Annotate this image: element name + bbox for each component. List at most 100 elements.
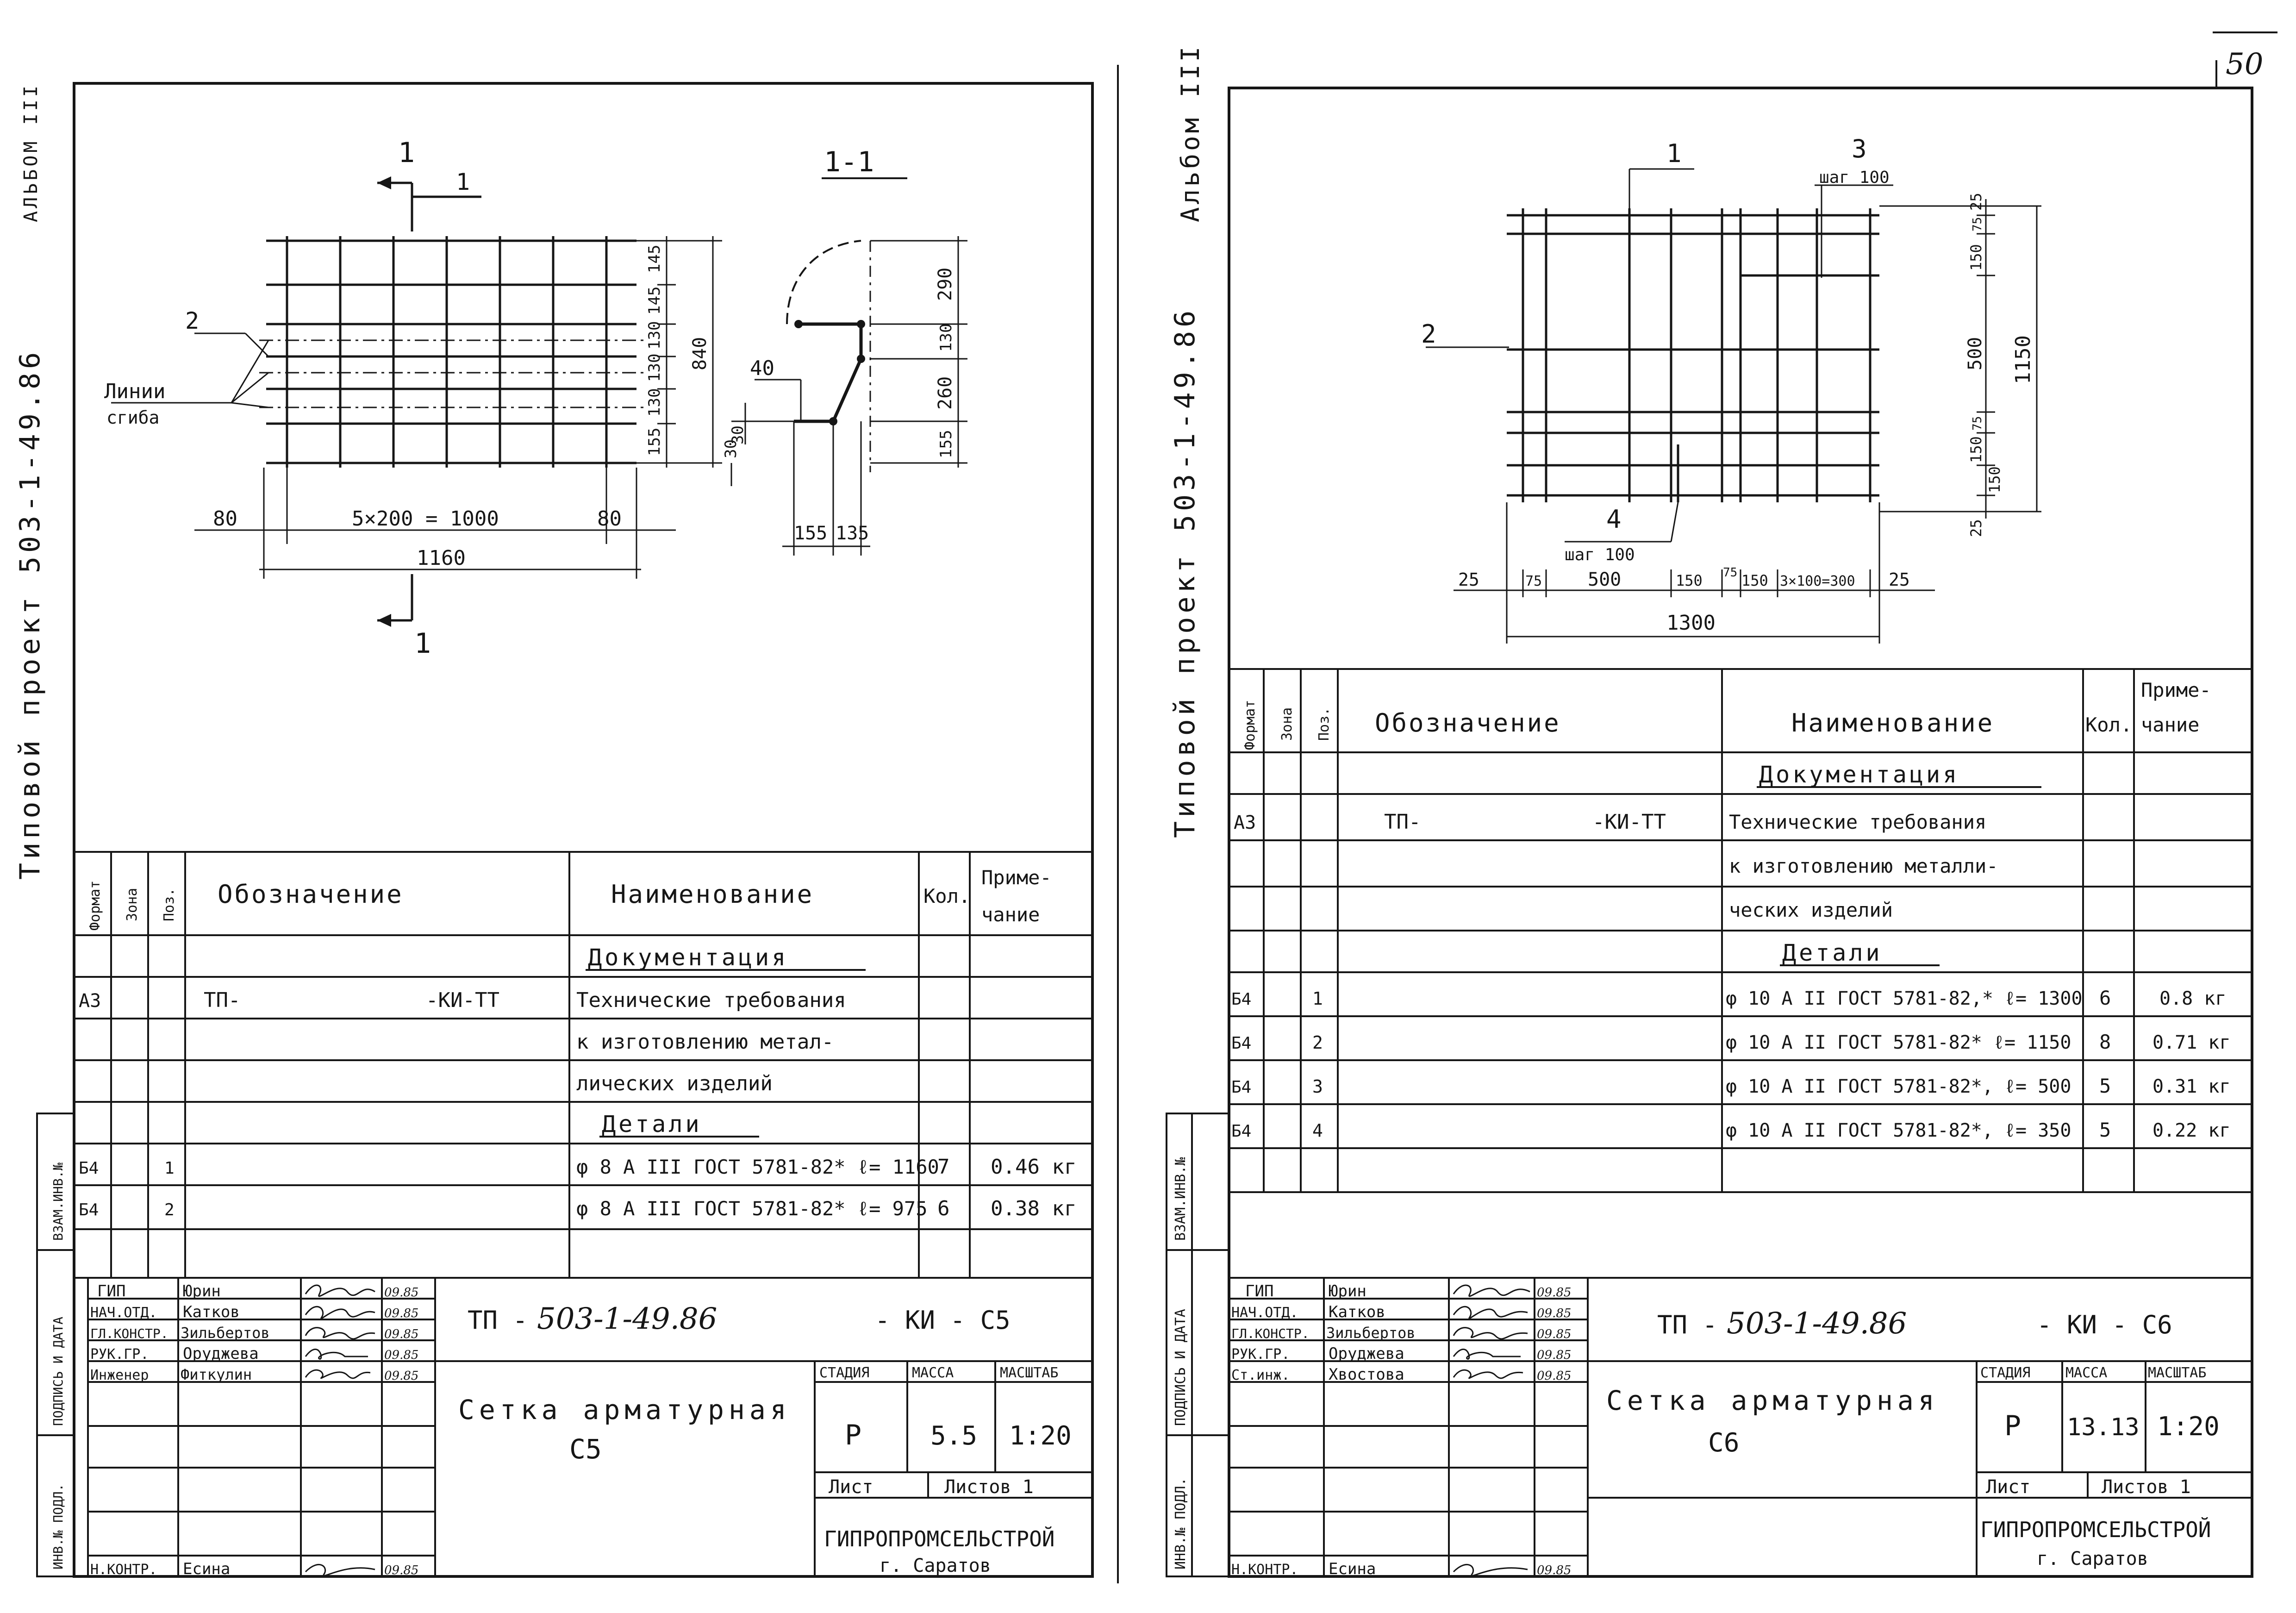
- svg-text:75: 75: [1525, 573, 1542, 589]
- left-dim-80b: 80: [597, 507, 622, 531]
- svg-text:Зона: Зона: [124, 888, 140, 921]
- svg-text:Зона: Зона: [1279, 707, 1295, 741]
- svg-text:75: 75: [1723, 566, 1737, 580]
- svg-text:СТАДИЯ: СТАДИЯ: [1980, 1365, 2030, 1381]
- svg-text:Поз.: Поз.: [161, 888, 177, 921]
- svg-text:Есина: Есина: [183, 1560, 230, 1578]
- svg-text:150: 150: [1986, 466, 2003, 493]
- cut-mark-top: 1: [398, 137, 415, 169]
- svg-text:МАСШТАБ: МАСШТАБ: [2148, 1365, 2206, 1381]
- svg-text:ИНВ.№ ПОДЛ.: ИНВ.№ ПОДЛ.: [50, 1484, 66, 1569]
- svg-text:25: 25: [1889, 569, 1910, 590]
- svg-text:0.71 кг: 0.71 кг: [2152, 1032, 2231, 1053]
- svg-text:130: 130: [645, 321, 664, 350]
- svg-text:150: 150: [1676, 572, 1703, 589]
- svg-text:НАЧ.ОТД.: НАЧ.ОТД.: [1231, 1305, 1298, 1321]
- svg-text:Кол.: Кол.: [2085, 713, 2132, 736]
- right-pos3-label: 3: [1852, 134, 1867, 163]
- left-mesh-plan: 2 Линии сгиба 1 1 1: [104, 137, 967, 660]
- svg-text:-КИ-ТТ: -КИ-ТТ: [426, 988, 499, 1012]
- svg-text:φ 10 А II ГОСТ 5781-82*, ℓ= 35: φ 10 А II ГОСТ 5781-82*, ℓ= 350: [1726, 1120, 2071, 1141]
- svg-text:РУК.ГР.: РУК.ГР.: [1231, 1346, 1290, 1363]
- svg-text:ГЛ.КОНСТР.: ГЛ.КОНСТР.: [1231, 1326, 1310, 1341]
- svg-text:Зильбертов: Зильбертов: [181, 1324, 270, 1342]
- svg-text:г. Саратов: г. Саратов: [2037, 1548, 2148, 1569]
- svg-text:09.85: 09.85: [384, 1563, 418, 1577]
- svg-text:1:20: 1:20: [2157, 1412, 2220, 1442]
- left-dim-1160: 1160: [417, 546, 466, 570]
- svg-text:Р: Р: [2004, 1410, 2021, 1442]
- svg-text:ВЗАМ.ИНВ.№: ВЗАМ.ИНВ.№: [50, 1163, 66, 1241]
- svg-text:φ 10 А II ГОСТ 5781-82,* ℓ= 13: φ 10 А II ГОСТ 5781-82,* ℓ= 1300: [1726, 988, 2083, 1009]
- left-code-number: 503-1-49.86: [537, 1302, 717, 1336]
- svg-text:Приме-: Приме-: [2141, 679, 2211, 701]
- svg-text:09.85: 09.85: [384, 1348, 418, 1362]
- svg-text:- КИ - С6: - КИ - С6: [2037, 1310, 2172, 1339]
- svg-text:Листов 1: Листов 1: [944, 1476, 1034, 1498]
- svg-text:13.13: 13.13: [2067, 1413, 2140, 1441]
- section-dim-30: 30: [729, 425, 747, 444]
- left-dim-5x200: 5×200 = 1000: [352, 507, 499, 531]
- left-margin-album: АЛЬБОМ III: [20, 83, 42, 222]
- svg-text:09.85: 09.85: [384, 1369, 418, 1383]
- svg-text:145: 145: [645, 287, 664, 315]
- svg-text:ГЛ.КОНСТР.: ГЛ.КОНСТР.: [90, 1326, 168, 1341]
- right-sheet: Типовой проект 503-1-49.86 Альбом III ИН…: [1166, 44, 2253, 1578]
- svg-text:145: 145: [645, 245, 664, 273]
- svg-text:09.85: 09.85: [384, 1327, 418, 1341]
- table-row: Б4 2 φ 8 А III ГОСТ 5781-82* ℓ= 975 6 0.…: [79, 1197, 1076, 1220]
- svg-text:2: 2: [164, 1200, 175, 1219]
- table-row: Б4 1 φ 8 А III ГОСТ 5781-82* ℓ= 1160 7 0…: [79, 1155, 1076, 1179]
- section-dim-40: 40: [750, 356, 774, 380]
- right-step4: шаг 100: [1565, 545, 1635, 564]
- svg-text:Ст.инж.: Ст.инж.: [1231, 1367, 1290, 1383]
- svg-text:Технические требования: Технические требования: [1729, 811, 1986, 833]
- svg-text:25: 25: [1458, 569, 1479, 590]
- svg-text:А3: А3: [79, 990, 101, 1012]
- svg-text:135: 135: [836, 523, 869, 544]
- svg-text:ческих изделий: ческих изделий: [1729, 899, 1893, 921]
- svg-text:ТП -: ТП -: [1657, 1310, 1717, 1339]
- svg-text:6: 6: [2099, 987, 2111, 1009]
- svg-text:МАСШТАБ: МАСШТАБ: [1000, 1365, 1058, 1381]
- svg-text:ТП-: ТП-: [1384, 810, 1421, 834]
- svg-text:130: 130: [645, 354, 664, 382]
- svg-text:09.85: 09.85: [1537, 1369, 1571, 1383]
- svg-text:130: 130: [937, 324, 955, 352]
- svg-text:Юрин: Юрин: [1329, 1282, 1366, 1300]
- svg-text:Кол.: Кол.: [923, 885, 970, 907]
- svg-text:25: 25: [1967, 193, 1985, 211]
- svg-text:09.85: 09.85: [1537, 1307, 1571, 1320]
- svg-text:ПОДПИСЬ И ДАТА: ПОДПИСЬ И ДАТА: [1173, 1309, 1189, 1426]
- svg-text:0.46 кг: 0.46 кг: [991, 1155, 1076, 1179]
- svg-text:09.85: 09.85: [1537, 1348, 1571, 1362]
- svg-text:Н.КОНТР.: Н.КОНТР.: [1231, 1562, 1298, 1578]
- signature: [305, 1284, 375, 1576]
- left-title: Сетка арматурная: [458, 1394, 791, 1425]
- svg-text:Обозначение: Обозначение: [218, 880, 404, 909]
- svg-text:09.85: 09.85: [384, 1286, 418, 1300]
- svg-text:3×100=300: 3×100=300: [1780, 573, 1855, 589]
- svg-text:150: 150: [1741, 572, 1768, 589]
- svg-text:150: 150: [1967, 436, 1985, 463]
- svg-text:Есина: Есина: [1329, 1560, 1376, 1578]
- svg-text:Инженер: Инженер: [90, 1367, 149, 1383]
- svg-text:Б4: Б4: [79, 1159, 99, 1178]
- svg-text:ВЗАМ.ИНВ.№: ВЗАМ.ИНВ.№: [1173, 1157, 1189, 1241]
- svg-text:Лист: Лист: [829, 1476, 873, 1498]
- svg-text:Технические требования: Технические требования: [576, 988, 846, 1012]
- svg-text:155: 155: [937, 430, 955, 458]
- left-signoff-strip: ИНВ.№ ПОДЛ. ПОДПИСЬ И ДАТА ВЗАМ.ИНВ.№: [36, 1113, 75, 1577]
- svg-text:Б4: Б4: [1231, 1122, 1251, 1141]
- right-pos2-label: 2: [1421, 319, 1436, 349]
- signature: [1453, 1284, 1530, 1576]
- svg-text:РУК.ГР.: РУК.ГР.: [90, 1346, 149, 1363]
- table-row: Б4 2 φ 10 А II ГОСТ 5781-82* ℓ= 1150 8 0…: [1231, 1031, 2231, 1053]
- svg-text:25: 25: [1967, 519, 1985, 537]
- svg-text:0.38 кг: 0.38 кг: [991, 1197, 1076, 1220]
- svg-text:А3: А3: [1234, 812, 1256, 833]
- right-margin-album: Альбом III: [1176, 44, 1205, 222]
- svg-text:Б4: Б4: [79, 1200, 99, 1219]
- left-dim-80a: 80: [213, 507, 237, 531]
- bend-label: Линии: [104, 380, 165, 403]
